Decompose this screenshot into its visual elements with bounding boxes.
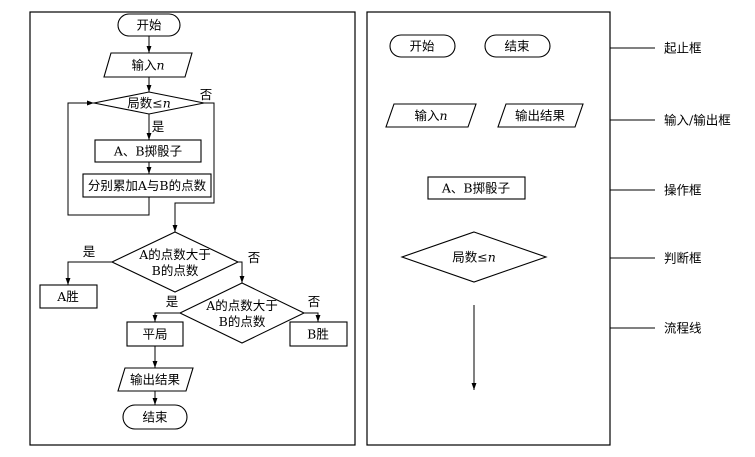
- output-parallelogram: [117, 367, 194, 392]
- legend-output-parallelogram: [497, 103, 584, 128]
- label-terminal: 起止框: [664, 41, 702, 56]
- end-terminal-shape: [122, 404, 188, 430]
- compare-2-no-label: 否: [308, 294, 321, 309]
- output-label: 输出结果: [130, 372, 181, 387]
- loop-check-yes-label: 是: [152, 119, 165, 134]
- flowline-compare-2-no: [304, 312, 321, 322]
- input-parallelogram: [103, 52, 193, 78]
- compare-2-label-line1: A的点数大于: [205, 298, 278, 313]
- loop-check-label: 局数≤n: [127, 96, 171, 111]
- right-panel-frame: [366, 11, 611, 446]
- start-terminal-label: 开始: [136, 18, 162, 33]
- left-panel-frame: [29, 11, 356, 446]
- loop-check-decision: 局数≤n: [93, 91, 205, 115]
- input-node: 输入n: [103, 52, 193, 78]
- legend-process-label: A、B掷骰子: [441, 181, 510, 196]
- output-node: 输出结果: [117, 367, 194, 392]
- flowline-loop-no: [172, 102, 215, 232]
- accumulate-process: 分别累加A与B的点数: [82, 173, 212, 198]
- flowline-compare-2-yes: [152, 312, 180, 322]
- legend-end-terminal: 结束: [484, 34, 551, 58]
- end-terminal: 结束: [122, 404, 188, 430]
- legend-input-parallelogram: [385, 103, 477, 128]
- label-decision: 判断框: [664, 251, 702, 266]
- roll-dice-process: A、B掷骰子: [94, 139, 202, 163]
- legend-start-terminal: 开始: [389, 34, 456, 58]
- roll-dice-label: A、B掷骰子: [113, 144, 182, 159]
- legend-process-box: [427, 176, 526, 200]
- draw-box: [126, 321, 184, 347]
- legend-decision-label-text: 局数≤: [452, 250, 487, 265]
- compare-1-decision: A的点数大于 B的点数: [110, 231, 240, 293]
- b-wins-process: B胜: [289, 321, 348, 347]
- compare-1-label-line1: A的点数大于: [138, 247, 211, 262]
- legend-decision-label-var: n: [488, 250, 496, 265]
- flowline-loop-back: [67, 100, 150, 216]
- input-label: 输入n: [131, 58, 164, 73]
- legend-end-label: 结束: [504, 39, 530, 54]
- legend-end-shape: [484, 34, 551, 58]
- legend-input-label-text: 输入: [414, 108, 440, 123]
- loop-check-no-label: 否: [200, 87, 213, 102]
- roll-dice-box: [94, 139, 202, 163]
- end-terminal-label: 结束: [142, 410, 168, 425]
- legend-start-shape: [389, 34, 456, 58]
- flowline-compare-1-yes: [65, 261, 112, 285]
- compare-2-label-line2: B的点数: [219, 314, 266, 329]
- b-wins-box: [289, 321, 348, 347]
- compare-2-decision: A的点数大于 B的点数: [178, 282, 306, 344]
- legend-input-node: 输入n: [385, 103, 477, 128]
- compare-1-label-line2: B的点数: [152, 263, 199, 278]
- legend-output-node: 输出结果: [497, 103, 584, 128]
- input-label-text: 输入: [131, 58, 157, 73]
- compare-1-no-label: 否: [248, 250, 261, 265]
- draw-process: 平局: [126, 321, 184, 347]
- compare-2-yes-label: 是: [166, 294, 179, 309]
- legend-input-label-var: n: [439, 108, 447, 123]
- legend-start-label: 开始: [409, 39, 435, 54]
- legend-process-node: A、B掷骰子: [427, 176, 526, 200]
- input-label-var: n: [156, 58, 164, 73]
- legend-input-label: 输入n: [414, 108, 447, 123]
- a-wins-box: [39, 284, 98, 309]
- start-terminal: 开始: [117, 13, 181, 37]
- legend-output-label: 输出结果: [515, 108, 566, 123]
- label-flowline: 流程线: [664, 321, 702, 336]
- flowline-compare-1-no: [238, 261, 245, 283]
- legend-decision-label: 局数≤n: [452, 250, 496, 265]
- loop-check-label-var: n: [163, 96, 171, 111]
- compare-1-yes-label: 是: [83, 244, 96, 259]
- label-io: 输入/输出框: [664, 113, 731, 128]
- draw-label: 平局: [142, 327, 167, 342]
- a-wins-label: A胜: [56, 289, 79, 304]
- legend-decision-node: 局数≤n: [400, 231, 548, 283]
- compare-2-diamond: [178, 282, 306, 344]
- b-wins-label: B胜: [307, 327, 329, 342]
- accumulate-label: 分别累加A与B的点数: [88, 178, 207, 193]
- loop-check-label-text: 局数≤: [127, 96, 162, 111]
- accumulate-box: [82, 173, 212, 198]
- legend-decision-diamond: [400, 231, 548, 283]
- label-process: 操作框: [664, 183, 702, 198]
- a-wins-process: A胜: [39, 284, 98, 309]
- compare-1-diamond: [110, 231, 240, 293]
